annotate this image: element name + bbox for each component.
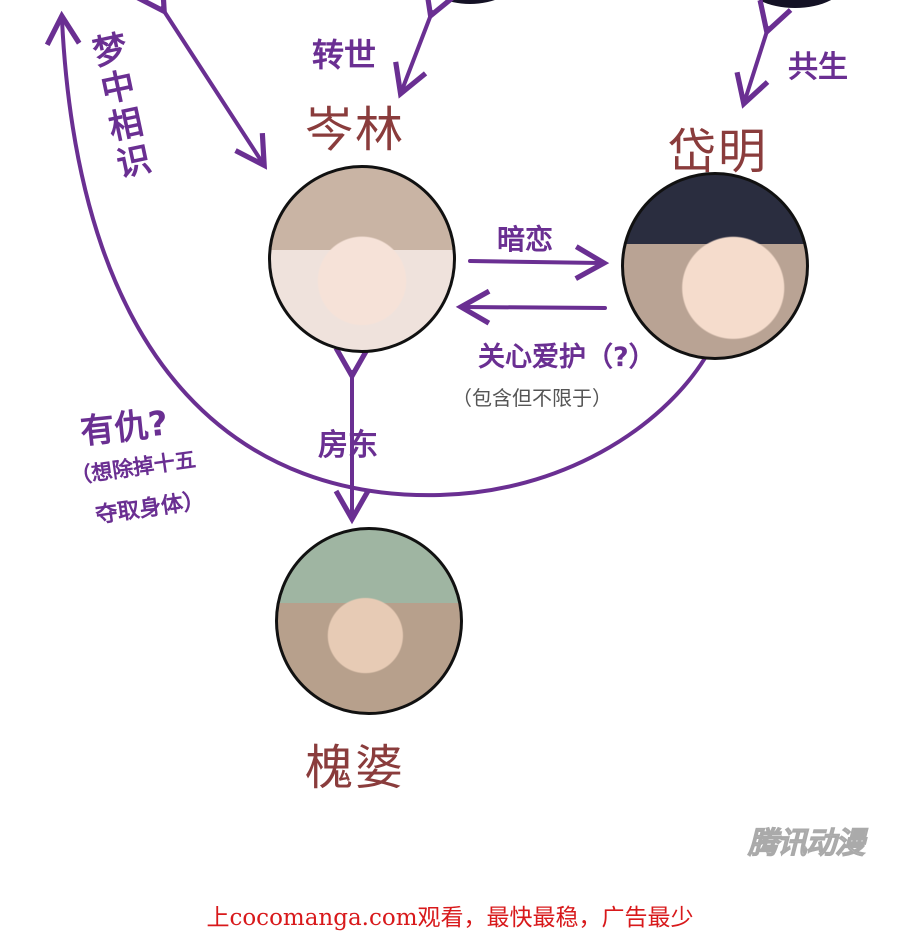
- secret-love-arrow: [468, 244, 610, 281]
- symbiosis-arrow: [734, 0, 793, 109]
- dream-arrow: [134, 0, 268, 170]
- reincarnation-arrow: [393, 0, 458, 99]
- character-name-daiming: 岱明: [668, 124, 769, 180]
- avatar-huaipo: [275, 527, 463, 715]
- care-label: 关心爱护（?）: [478, 342, 656, 373]
- landlord-label: 房东: [318, 428, 378, 463]
- symbiosis-label: 共生: [788, 50, 848, 85]
- character-name-cenlin: 岑林: [305, 102, 406, 158]
- character-name-huaipo: 槐婆: [305, 740, 406, 796]
- footer-ad-text[interactable]: 上cocomanga.com观看，最快最稳，广告最少: [206, 905, 694, 931]
- care-note: （包含但不限于）: [452, 386, 612, 410]
- care-arrow: [455, 288, 607, 326]
- reincarnation-label: 转世: [312, 36, 377, 74]
- tencent-comic-logo: 腾讯动漫: [748, 826, 866, 862]
- top-shape-right: [758, 0, 832, 8]
- top-shape-left: [445, 0, 495, 4]
- grudge-label: 有仇?: [78, 403, 170, 453]
- secret-love-label: 暗恋: [497, 223, 554, 256]
- avatar-cenlin: [268, 165, 456, 353]
- avatar-daiming: [621, 172, 809, 360]
